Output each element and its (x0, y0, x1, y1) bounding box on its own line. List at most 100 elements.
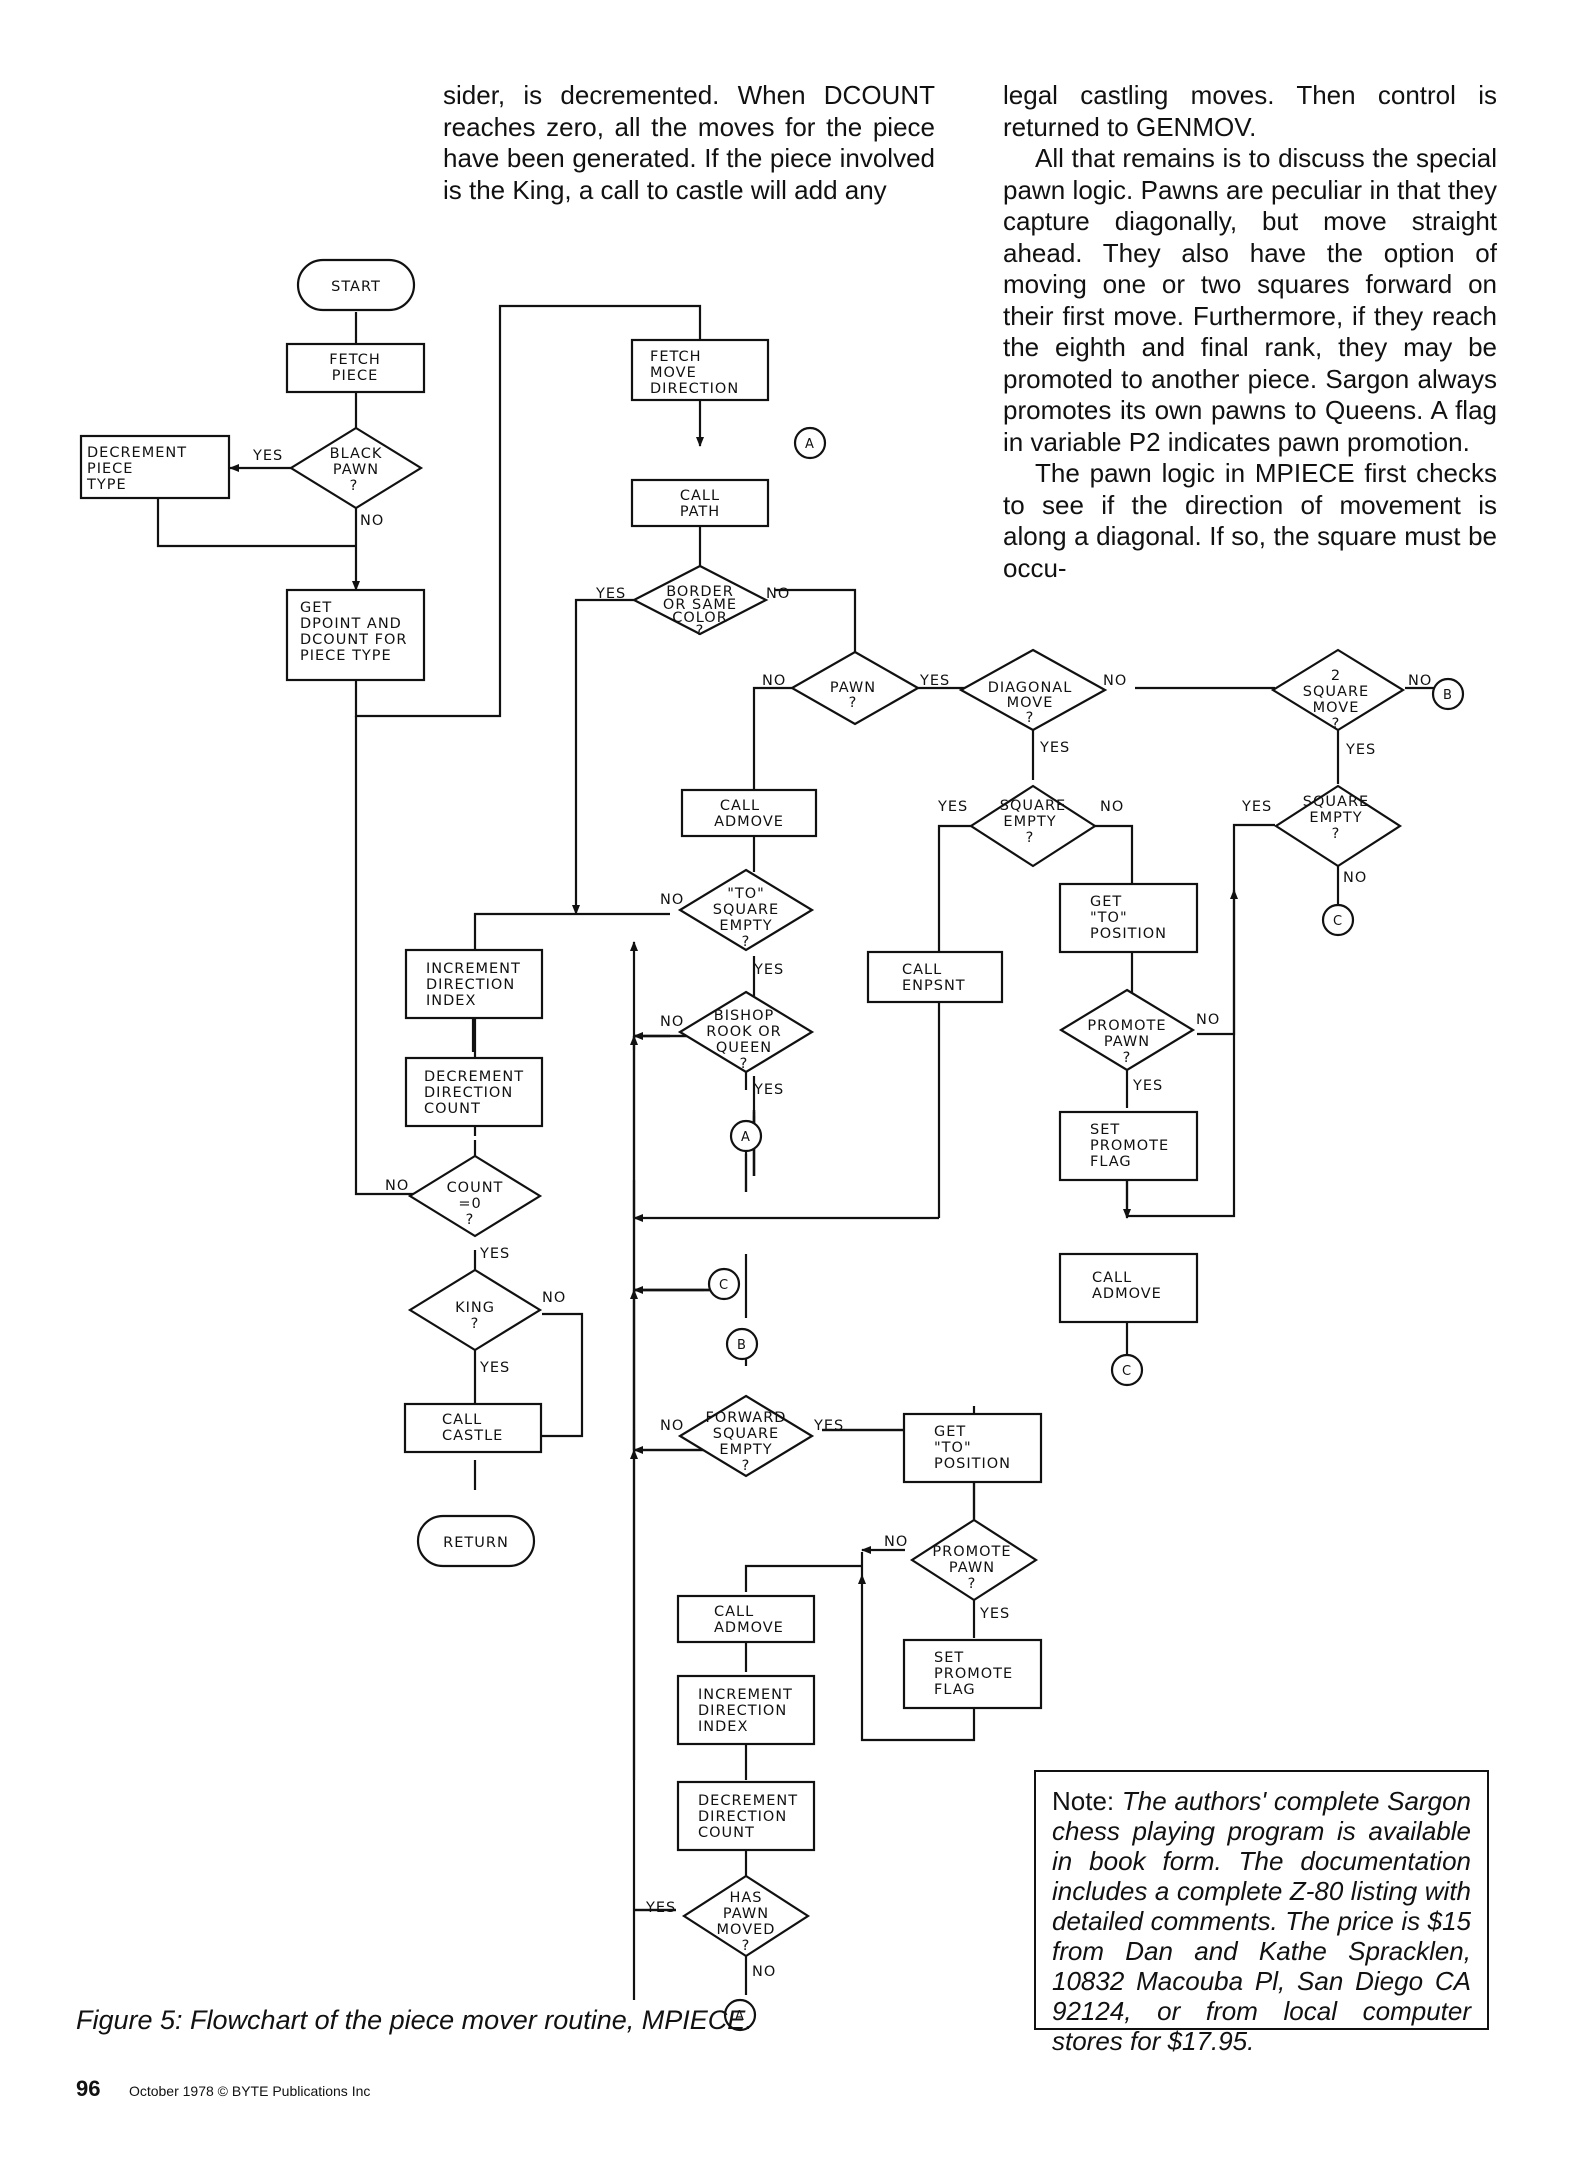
svg-text:PROMOTE: PROMOTE (1087, 1018, 1166, 1034)
connector-b: B (725, 1327, 759, 1361)
svg-text:"TO": "TO" (1090, 910, 1128, 926)
yes-label: YES (252, 448, 283, 464)
svg-text:DIRECTION: DIRECTION (424, 1085, 513, 1101)
svg-text:BISHOP: BISHOP (714, 1008, 775, 1024)
process-increment-direction-index-1: INCREMENT DIRECTION INDEX (404, 948, 544, 1020)
svg-text:?: ? (1123, 1050, 1132, 1066)
svg-text:MOVE: MOVE (1007, 695, 1054, 711)
svg-text:CALL: CALL (1092, 1270, 1132, 1286)
svg-text:POSITION: POSITION (934, 1456, 1011, 1472)
svg-text:INCREMENT: INCREMENT (426, 961, 521, 977)
svg-text:SET: SET (934, 1650, 964, 1666)
connector-c: C (1110, 1353, 1144, 1387)
svg-text:?: ? (742, 1938, 751, 1954)
svg-text:FETCH: FETCH (329, 352, 381, 368)
process-call-path: CALL PATH (630, 478, 770, 528)
svg-text:SQUARE: SQUARE (713, 1426, 779, 1442)
decision-promote-pawn-1: PROMOTE PAWN ? (1058, 988, 1196, 1072)
connector-a: A (723, 1998, 757, 2032)
process-call-admove-1: CALL ADMOVE (680, 788, 818, 838)
svg-text:PIECE: PIECE (87, 461, 133, 477)
svg-text:?: ? (466, 1212, 475, 1228)
svg-text:?: ? (1332, 716, 1341, 732)
svg-text:ROOK OR: ROOK OR (706, 1024, 782, 1040)
yes-label: YES (813, 1418, 844, 1434)
yes-label: YES (479, 1246, 510, 1262)
process-call-enpsnt: CALL ENPSNT (866, 950, 1004, 1004)
svg-text:START: START (331, 279, 381, 295)
svg-text:?: ? (350, 478, 359, 494)
svg-text:?: ? (968, 1576, 977, 1592)
connector-c: C (707, 1267, 741, 1301)
svg-text:?: ? (742, 1458, 751, 1474)
process-decrement-direction-count-1: DECREMENT DIRECTION COUNT (404, 1056, 544, 1128)
note-text: The authors' complete Sargon chess playi… (1052, 1786, 1471, 2056)
svg-text:GET: GET (934, 1424, 966, 1440)
decision-promote-pawn-2: PROMOTE PAWN ? (909, 1518, 1039, 1602)
svg-text:INCREMENT: INCREMENT (698, 1687, 793, 1703)
svg-text:POSITION: POSITION (1090, 926, 1167, 942)
svg-text:PAWN: PAWN (830, 680, 876, 696)
svg-text:PIECE TYPE: PIECE TYPE (300, 648, 392, 664)
process-get-to-position-2: GET "TO" POSITION (902, 1412, 1043, 1484)
no-label: NO (385, 1178, 409, 1194)
no-label: NO (1103, 673, 1127, 689)
paragraph: All that remains is to discuss the speci… (1003, 143, 1497, 457)
process-call-admove-2: CALL ADMOVE (1058, 1252, 1199, 1324)
svg-text:"TO": "TO" (727, 886, 765, 902)
svg-text:A: A (805, 437, 815, 452)
svg-text:?: ? (1026, 710, 1035, 726)
svg-text:BLACK: BLACK (330, 446, 383, 462)
svg-text:PAWN: PAWN (949, 1560, 995, 1576)
svg-text:COUNT: COUNT (698, 1825, 755, 1841)
figure-caption: Figure 5: Flowchart of the piece mover r… (76, 2005, 753, 2035)
yes-label: YES (937, 799, 968, 815)
svg-text:?: ? (740, 1056, 749, 1072)
no-label: NO (360, 513, 384, 529)
process-call-admove-3: CALL ADMOVE (676, 1594, 816, 1644)
svg-text:KING: KING (455, 1300, 495, 1316)
svg-text:SET: SET (1090, 1122, 1120, 1138)
svg-text:COUNT: COUNT (447, 1180, 504, 1196)
svg-text:PAWN: PAWN (1104, 1034, 1150, 1050)
process-decrement-piece-type: DECREMENT PIECE TYPE (79, 434, 231, 500)
no-label: NO (660, 1418, 684, 1434)
svg-text:C: C (1333, 914, 1343, 929)
yes-label: YES (753, 1082, 784, 1098)
svg-text:COLOR: COLOR (672, 610, 728, 626)
svg-text:EMPTY: EMPTY (1003, 814, 1056, 830)
svg-text:B: B (1443, 688, 1453, 703)
page-number: 96 (76, 2076, 101, 2101)
svg-text:EMPTY: EMPTY (719, 918, 772, 934)
svg-text:QUEEN: QUEEN (716, 1040, 772, 1056)
connector-b: B (1431, 677, 1465, 711)
yes-label: YES (645, 1900, 676, 1916)
flow-lines (156, 304, 1435, 2000)
svg-text:?: ? (849, 695, 858, 711)
svg-text:DECREMENT: DECREMENT (424, 1069, 524, 1085)
note-box: Note: The authors' complete Sargon chess… (1034, 1770, 1489, 2056)
decision-forward-square-empty: FORWARD SQUARE EMPTY ? (677, 1394, 815, 1478)
process-set-promote-flag-2: SET PROMOTE FLAG (902, 1638, 1043, 1710)
decision-count-zero: COUNT =0 ? (407, 1154, 543, 1238)
process-get-dpoint: GET DPOINT AND DCOUNT FOR PIECE TYPE (285, 588, 426, 682)
svg-text:GET: GET (300, 600, 332, 616)
terminal-return: RETURN (416, 1514, 536, 1568)
decision-king: KING ? (407, 1268, 543, 1352)
svg-text:TYPE: TYPE (86, 477, 127, 493)
svg-text:OR SAME: OR SAME (663, 597, 737, 613)
svg-text:PIECE: PIECE (332, 368, 378, 384)
yes-label: YES (1241, 799, 1272, 815)
svg-text:=0: =0 (458, 1196, 481, 1212)
svg-text:CASTLE: CASTLE (442, 1428, 503, 1444)
decision-border-same-color: BORDER OR SAME COLOR ? (631, 564, 769, 639)
svg-text:SQUARE: SQUARE (1303, 794, 1369, 810)
svg-text:PROMOTE: PROMOTE (932, 1544, 1011, 1560)
decision-diagonal-move: DIAGONAL MOVE ? (958, 648, 1108, 732)
svg-text:FLAG: FLAG (934, 1682, 976, 1698)
svg-text:SQUARE: SQUARE (1303, 684, 1369, 700)
svg-text:C: C (719, 1278, 729, 1293)
svg-text:GET: GET (1090, 894, 1122, 910)
svg-text:?: ? (471, 1316, 480, 1332)
svg-text:INDEX: INDEX (426, 993, 476, 1009)
